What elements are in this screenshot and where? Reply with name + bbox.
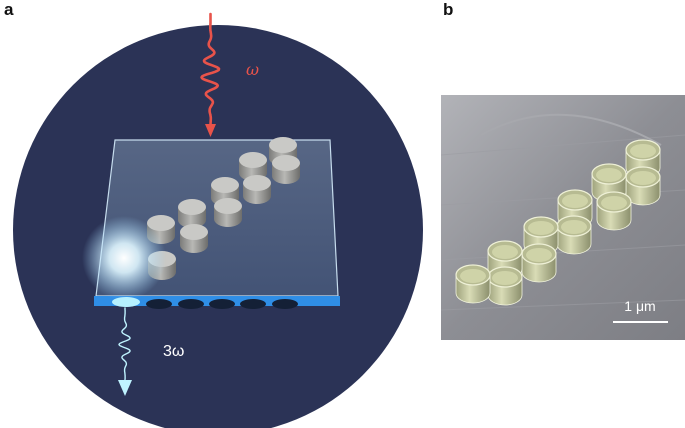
scale-bar-label: 1 μm xyxy=(624,298,655,314)
nanopillar-8 xyxy=(180,224,208,253)
sem-pillar-11 xyxy=(455,264,491,304)
sem-pillar-8 xyxy=(521,243,557,283)
sem-pillar-6 xyxy=(556,215,592,255)
nanopillar-2 xyxy=(272,155,300,184)
input-wave xyxy=(200,12,221,137)
nanopillar-6 xyxy=(214,198,242,227)
third-harmonic-glow xyxy=(82,216,166,300)
sem-pillar-4 xyxy=(596,191,632,231)
input-wave-arrowhead xyxy=(205,124,216,137)
input-frequency-label: ω xyxy=(246,60,259,79)
sem-ring-artifact xyxy=(480,113,662,146)
output-wave-arrowhead xyxy=(118,380,132,396)
sem-nanopillar-array xyxy=(455,139,661,306)
output-wave xyxy=(118,307,132,396)
sem-pillar-2 xyxy=(625,166,661,206)
panel-b-label: b xyxy=(443,0,454,19)
panel-a-schematic: ω 3ω xyxy=(13,12,423,428)
panel-b-sem-image: 1 μm xyxy=(441,95,685,340)
sem-pillar-10 xyxy=(487,266,523,306)
substrate-holes xyxy=(146,299,298,309)
nanopillar-7 xyxy=(178,199,206,228)
panel-a-label: a xyxy=(4,0,14,19)
nanopillar-4 xyxy=(243,175,271,204)
output-frequency-label: 3ω xyxy=(163,343,184,360)
